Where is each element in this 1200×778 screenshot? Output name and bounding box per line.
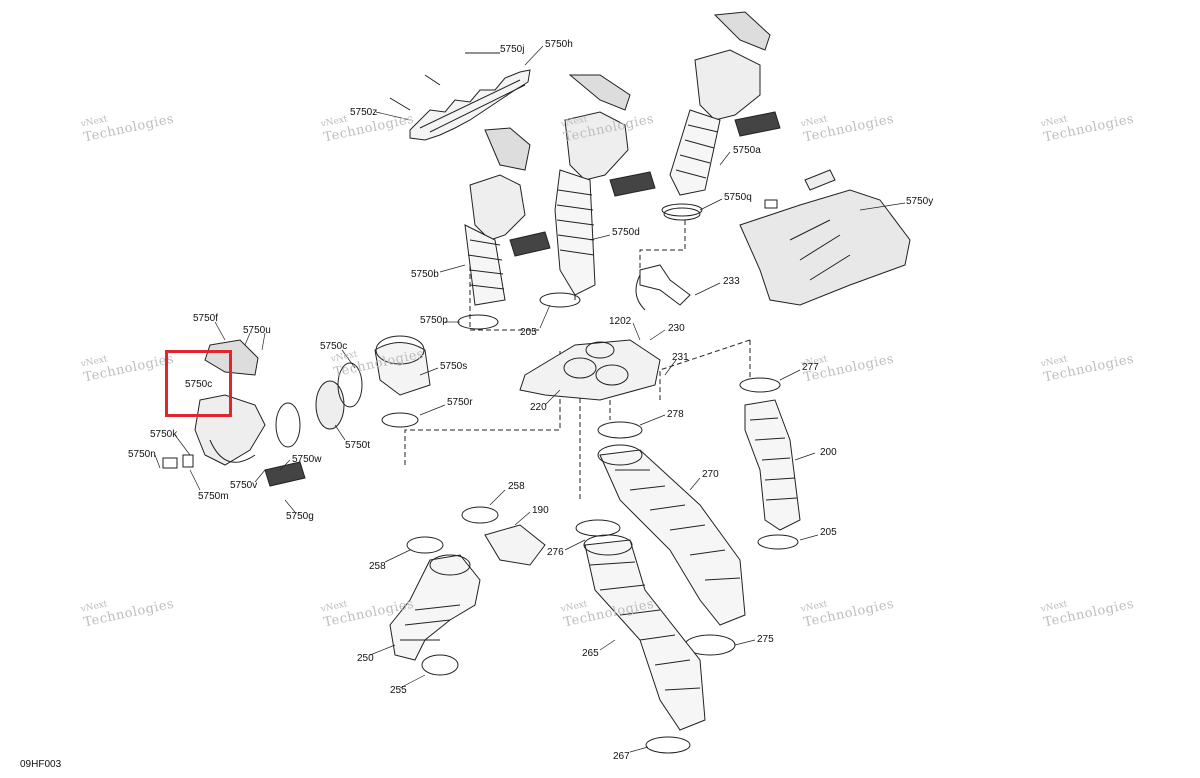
part-label-276[interactable]: 276 <box>547 547 564 558</box>
clamp-258b <box>406 536 444 554</box>
part-label-205[interactable]: 205 <box>520 327 537 338</box>
part-label-5750n[interactable]: 5750n <box>128 449 156 460</box>
part-label-231[interactable]: 231 <box>672 352 689 363</box>
part-label-200[interactable]: 200 <box>820 447 837 458</box>
part-label-5750m[interactable]: 5750m <box>198 491 229 502</box>
part-label-265[interactable]: 265 <box>582 648 599 659</box>
part-label-5750h[interactable]: 5750h <box>545 39 573 50</box>
coupler-5750t <box>315 380 345 430</box>
part-label-5750d[interactable]: 5750d <box>612 227 640 238</box>
duct-270 <box>599 449 746 626</box>
bracket-5750h <box>409 69 531 141</box>
clamp-277 <box>739 377 781 393</box>
part-label-258[interactable]: 258 <box>369 561 386 572</box>
harness-233 <box>639 264 691 306</box>
part-label-5750a[interactable]: 5750a <box>733 145 761 156</box>
clamp-258a <box>461 506 499 524</box>
part-label-5750j[interactable]: 5750j <box>500 44 525 55</box>
part-label-5750g[interactable]: 5750g <box>286 511 314 522</box>
clamp-267 <box>645 736 691 754</box>
part-label-5750q[interactable]: 5750q <box>724 192 752 203</box>
part-label-205[interactable]: 205 <box>820 527 837 538</box>
part-label-5750w[interactable]: 5750w <box>292 454 322 465</box>
part-label-190[interactable]: 190 <box>532 505 549 516</box>
duct-5750a <box>661 11 781 217</box>
part-label-5750s[interactable]: 5750s <box>440 361 468 372</box>
part-label-5750y[interactable]: 5750y <box>906 196 934 207</box>
clamp-205b <box>757 534 799 550</box>
clamp-5750r <box>381 412 419 428</box>
part-label-277[interactable]: 277 <box>802 362 819 373</box>
assembly-dashed-lines <box>404 220 751 500</box>
duct-5750b <box>464 127 551 306</box>
cover-5750y <box>739 189 911 306</box>
clamp-205a <box>539 292 581 308</box>
part-label-5750r[interactable]: 5750r <box>447 397 473 408</box>
clamp-5750q <box>663 207 701 221</box>
part-label-5750t[interactable]: 5750t <box>345 440 371 451</box>
part-label-275[interactable]: 275 <box>757 634 774 645</box>
part-label-5750u[interactable]: 5750u <box>243 325 271 336</box>
part-label-5750b[interactable]: 5750b <box>411 269 439 280</box>
manifold-220 <box>519 339 661 401</box>
clamp-5750p <box>457 314 499 330</box>
leader-lines <box>154 45 906 753</box>
figure-code: 09HF003 <box>20 759 62 770</box>
clamp-5750r-left <box>275 402 301 448</box>
part-label-230[interactable]: 230 <box>668 323 685 334</box>
part-label-5750c-clamp[interactable]: 5750c <box>320 341 348 352</box>
part-label-220[interactable]: 220 <box>530 402 547 413</box>
part-label-270[interactable]: 270 <box>702 469 719 480</box>
part-label-5750c[interactable]: 5750c <box>185 379 213 390</box>
highlight-box <box>165 350 232 417</box>
part-label-5750p[interactable]: 5750p <box>420 315 448 326</box>
part-label-5750f[interactable]: 5750f <box>193 313 219 324</box>
part-label-1202[interactable]: 1202 <box>609 316 632 327</box>
clamp-278 <box>597 421 643 439</box>
clamp-255 <box>421 654 459 676</box>
elbow-5750s <box>374 342 431 396</box>
part-label-278[interactable]: 278 <box>667 409 684 420</box>
clamp-5750cc <box>337 362 363 408</box>
duct-200 <box>744 399 801 531</box>
clamp-276 <box>575 519 621 537</box>
part-label-267[interactable]: 267 <box>613 751 630 762</box>
part-label-5750v[interactable]: 5750v <box>230 480 258 491</box>
part-label-5750z[interactable]: 5750z <box>350 107 378 118</box>
part-label-250[interactable]: 250 <box>357 653 374 664</box>
part-label-255[interactable]: 255 <box>390 685 407 696</box>
part-label-258[interactable]: 258 <box>508 481 525 492</box>
adapter-190 <box>484 524 546 566</box>
part-label-233[interactable]: 233 <box>723 276 740 287</box>
part-label-5750k[interactable]: 5750k <box>150 429 178 440</box>
duct-5750d <box>554 74 656 296</box>
duct-265 <box>584 539 706 731</box>
